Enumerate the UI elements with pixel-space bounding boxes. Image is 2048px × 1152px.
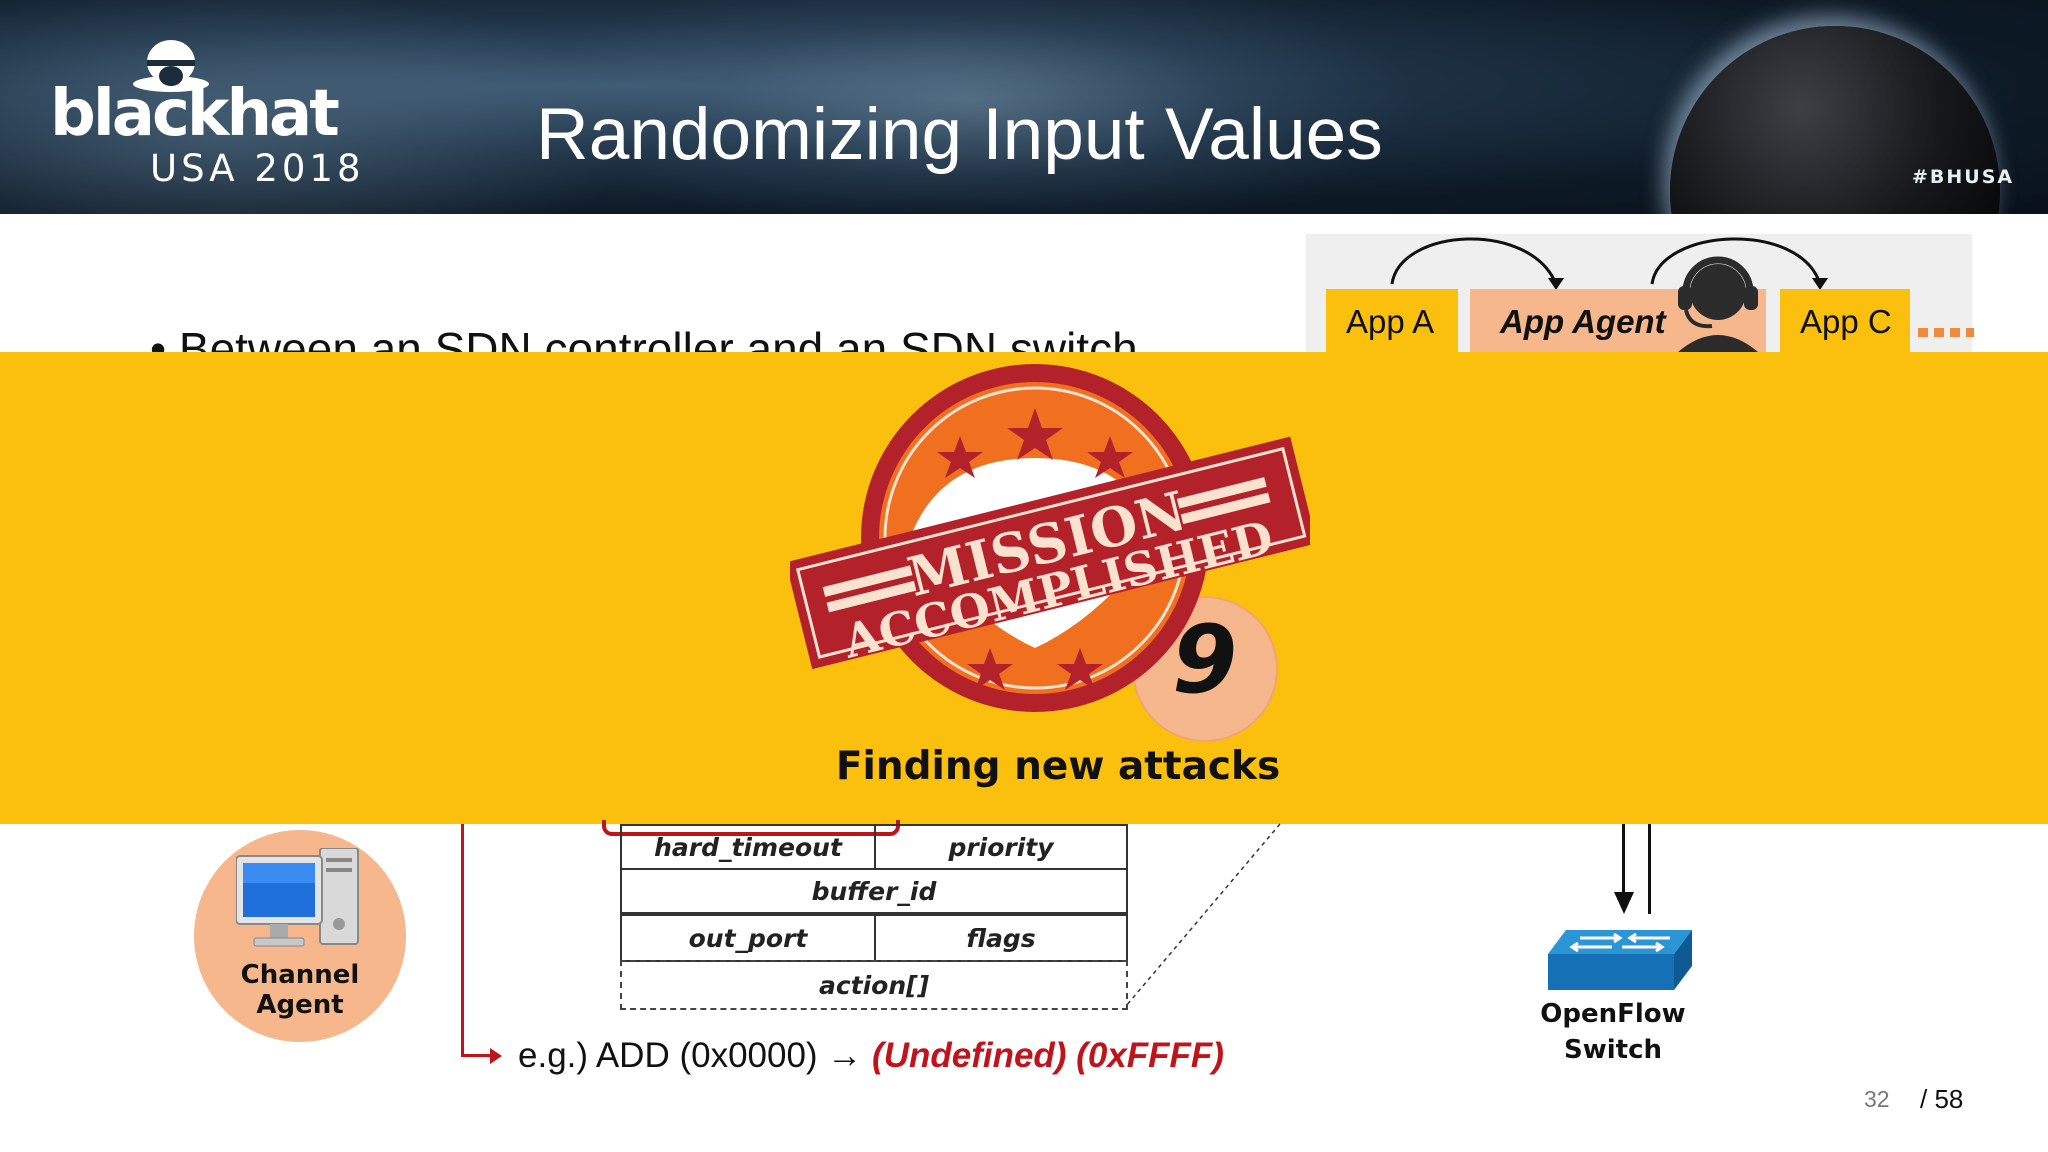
example-text: e.g.) ADD (0x0000) → (Undefined) (0xFFFF… [518,1036,1224,1076]
table-row: hard_timeout priority [620,824,1128,870]
switch-label-line1: OpenFlow [1540,999,1686,1029]
hashtag: #BHUSA [1912,166,2015,188]
down-arrow-head-icon [1614,892,1634,914]
table-row: out_port flags [620,914,1128,962]
headset-agent-icon [1678,256,1758,352]
page-total: / 58 [1920,1084,1964,1114]
app-a-label: App A [1346,303,1435,340]
openflow-switch-label: OpenFlow Switch [1520,996,1706,1068]
app-c-label: App C [1800,303,1892,340]
field-out-port: out_port [622,916,876,960]
highlight-box [602,820,900,836]
example-undefined: (Undefined) (0xFFFF) [872,1036,1224,1075]
openflow-switch-icon [1548,930,1692,990]
zoom-dotted-line [1125,823,1281,1007]
field-priority: priority [948,832,1054,862]
app-agent-label: App Agent [1500,303,1666,340]
blackhat-logo-subtitle: USA 2018 [150,147,365,190]
page-number: 32 [1864,1086,1890,1112]
app-arrows [1390,237,1828,290]
slide-title: Randomizing Input Values [536,94,1383,175]
more-apps-dots [1918,328,1974,337]
field-flags: flags [966,923,1036,953]
field-action: action[] [818,970,930,1000]
app-a-box: App A [1326,289,1458,355]
red-connector-vertical [461,824,464,1056]
banner-caption: Finding new attacks [835,744,1281,789]
field-hard-timeout: hard_timeout [622,826,876,868]
channel-agent-label: Channel Agent [240,960,360,1020]
switch-up-line [1648,824,1651,914]
computer-monitor-icon [236,848,359,947]
red-arrow-head-icon [490,1048,502,1064]
mission-accomplished-stamp-icon: MISSION ACCOMPLISHED [790,364,1310,712]
switch-down-line [1622,824,1625,894]
table-row: action[] [620,960,1128,1010]
example-prefix: e.g.) ADD (0x0000) → [518,1036,873,1075]
app-c-box: App C [1780,289,1910,355]
table-row: buffer_id [620,868,1128,914]
field-buffer-id: buffer_id [811,876,937,906]
slide-header: blackhat USA 2018 Randomizing Input Valu… [0,0,2048,214]
blackhat-hat-icon [133,40,209,92]
blackhat-logo-text: blackhat [50,77,340,151]
red-connector-horizontal [461,1054,497,1057]
header-nebula-left [0,0,640,214]
switch-label-line2: Switch [1563,1035,1662,1065]
header-nebula [520,0,1420,214]
